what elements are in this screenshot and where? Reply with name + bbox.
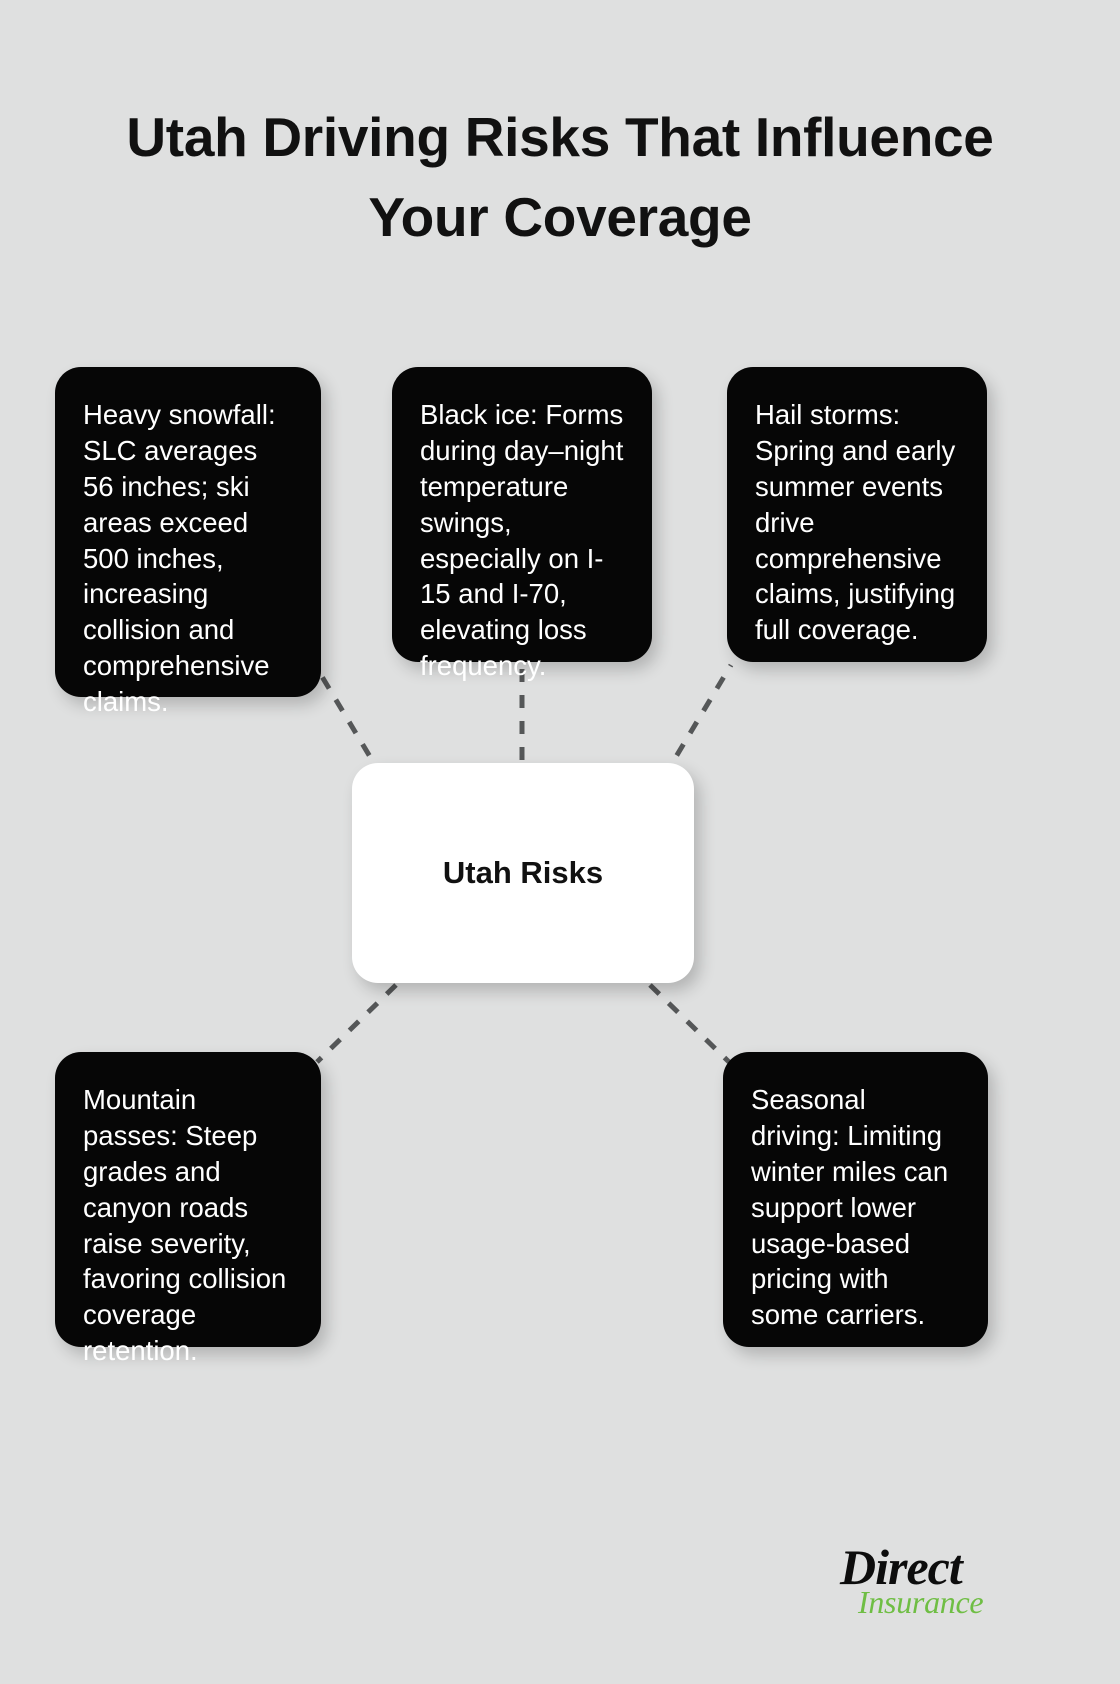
center-node-utah-risks[interactable]: Utah Risks	[352, 763, 694, 983]
risk-card-hail-storms[interactable]: Hail storms: Spring and early summer eve…	[727, 367, 987, 662]
brand-logo-primary: Direct	[840, 1539, 963, 1595]
brand-logo-secondary: Insurance	[858, 1584, 984, 1620]
risk-card-black-ice[interactable]: Black ice: Forms during day–night temper…	[392, 367, 652, 681]
risk-card-mountain-passes[interactable]: Mountain passes: Steep grades and canyon…	[55, 1052, 321, 1366]
risk-card-snowfall-text: Heavy snowfall: SLC averages 56 inches; …	[83, 399, 276, 717]
risk-card-mountain-passes-text: Mountain passes: Steep grades and canyon…	[83, 1084, 287, 1367]
risk-card-snowfall[interactable]: Heavy snowfall: SLC averages 56 inches; …	[55, 367, 321, 717]
center-node-label: Utah Risks	[442, 855, 604, 890]
risk-card-seasonal-driving[interactable]: Seasonal driving: Limiting winter miles …	[723, 1052, 988, 1347]
risk-card-hail-storms-text: Hail storms: Spring and early summer eve…	[755, 399, 956, 646]
connector-center-to-seasonal	[648, 983, 731, 1064]
risk-card-seasonal-driving-text: Seasonal driving: Limiting winter miles …	[751, 1084, 949, 1331]
page-title: Utah Driving Risks That Influence Your C…	[126, 106, 994, 248]
brand-logo: Direct Insurance	[840, 1542, 1000, 1618]
risk-card-black-ice-text: Black ice: Forms during day–night temper…	[420, 399, 624, 682]
connector-center-to-mountain	[315, 983, 398, 1064]
